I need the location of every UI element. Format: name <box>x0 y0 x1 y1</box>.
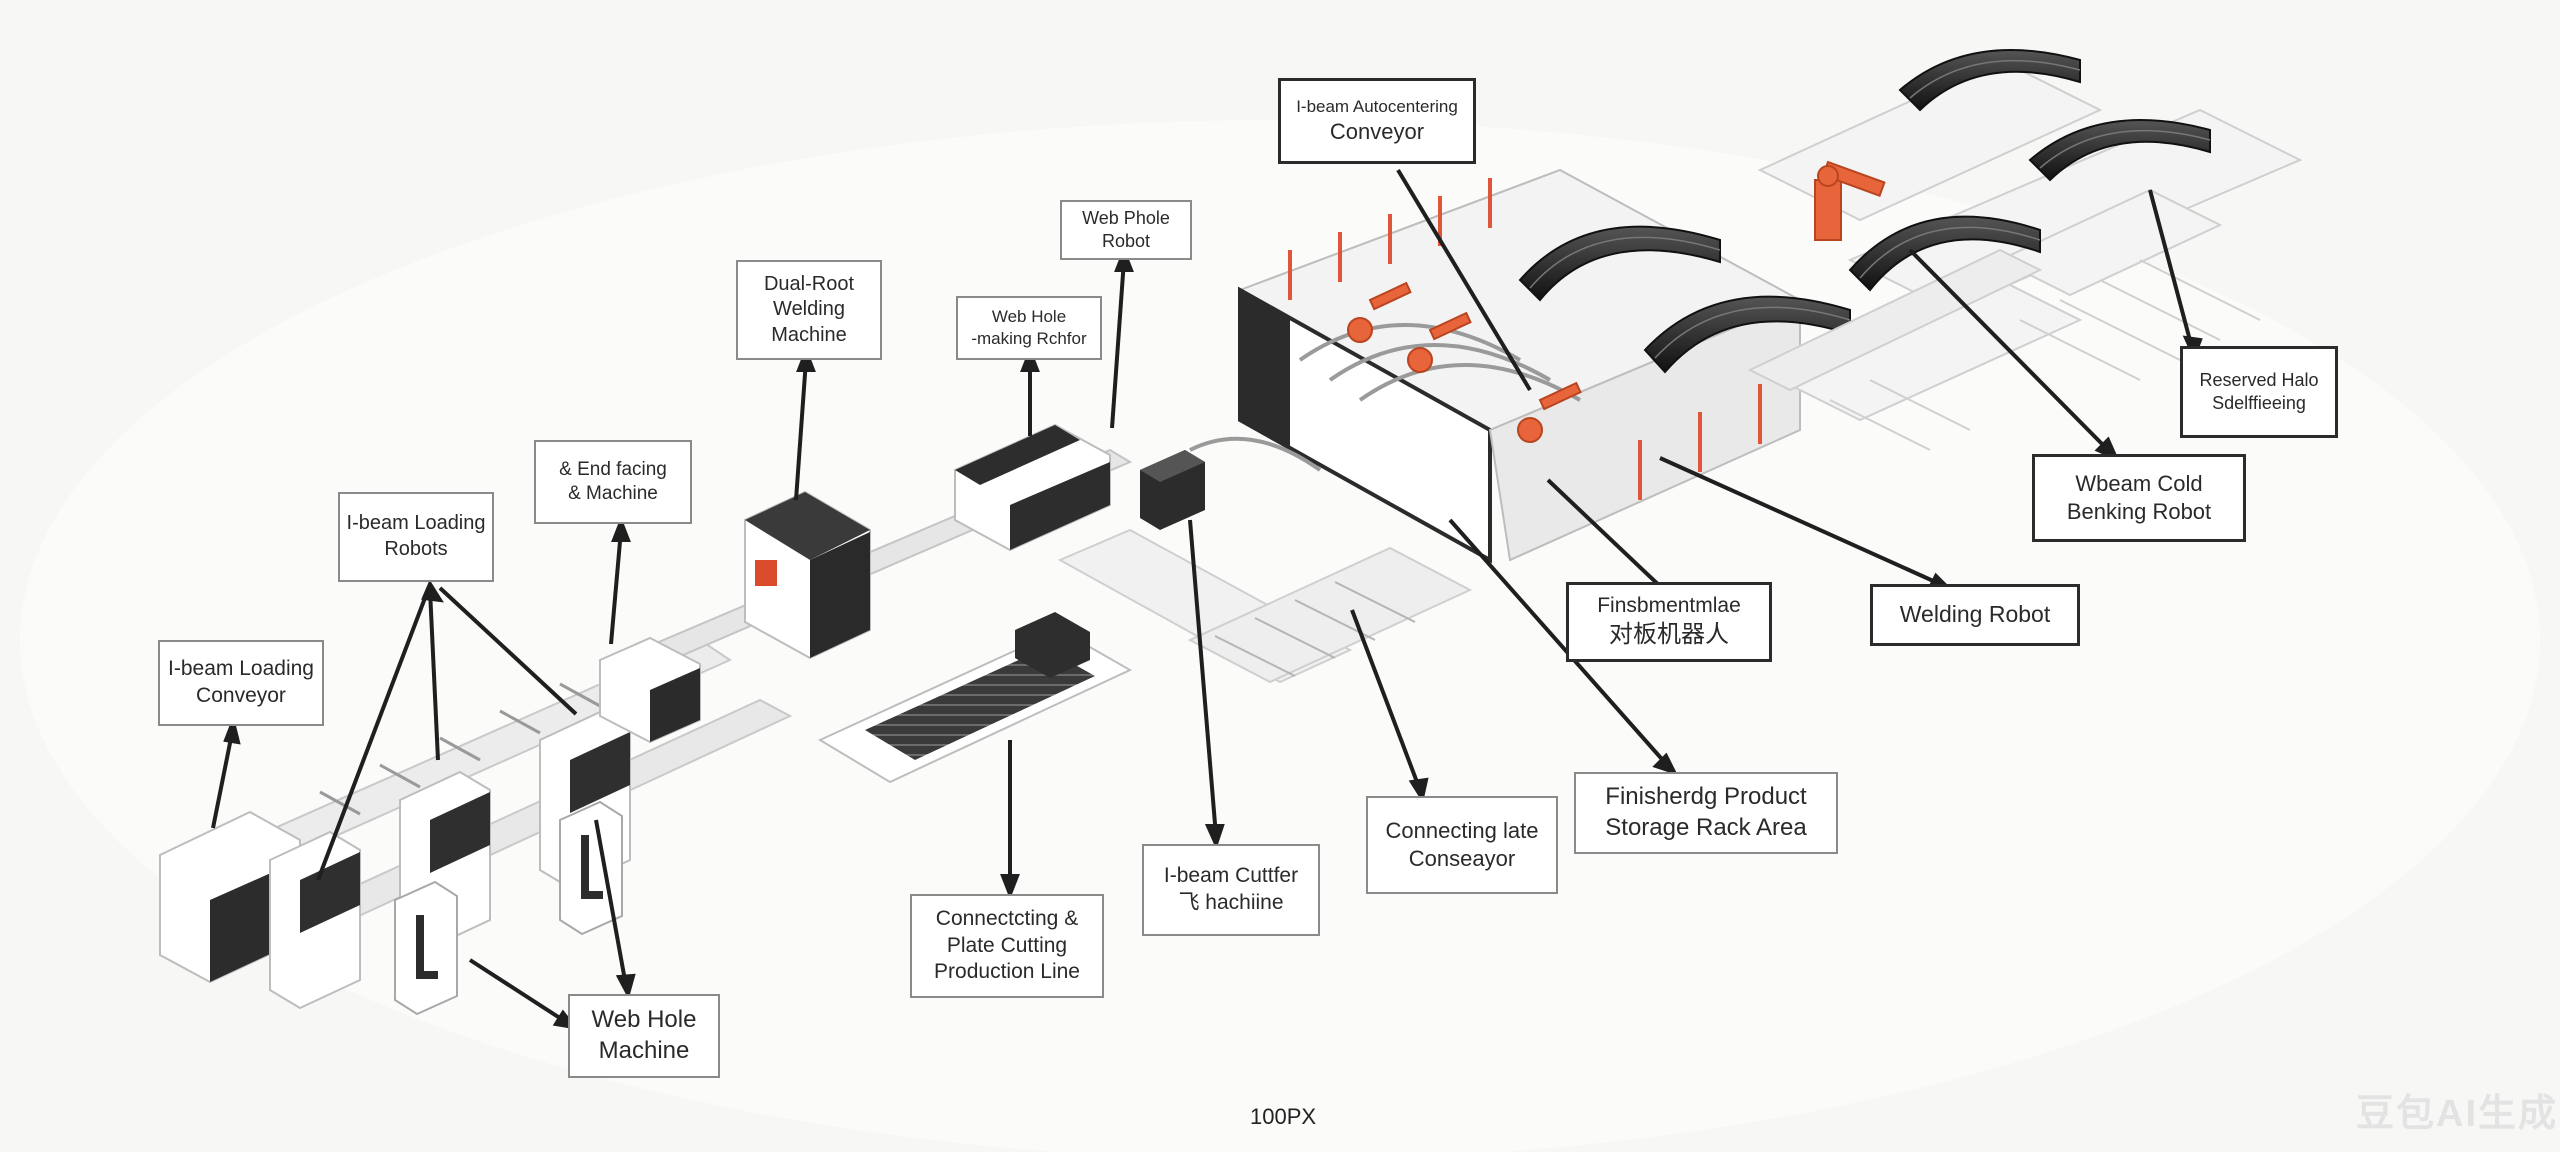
label-line: Conveyor <box>1329 118 1425 144</box>
label-line: Benking Robot <box>2066 499 2212 524</box>
label-autocentering: I-beam Autocentering Conveyor <box>1278 78 1476 164</box>
label-line: & End facing <box>559 458 667 480</box>
label-line: I-beam Autocentering <box>1296 97 1458 117</box>
label-line: Web Hole <box>991 307 1067 327</box>
label-line: 飞 hachiine <box>1178 891 1284 914</box>
label-line: I-beam Loading <box>168 657 314 681</box>
label-line: Web Phole <box>1082 207 1170 228</box>
label-welding-robot: Welding Robot <box>1870 584 2080 646</box>
label-line: Dual-Root <box>763 272 855 295</box>
label-line: Finsbmentmlae <box>1597 594 1741 618</box>
label-line: Web Hole <box>591 1006 697 1034</box>
label-line: Robot <box>1101 231 1151 251</box>
label-line: Welding Robot <box>1899 601 2051 628</box>
label-line: Conseayor <box>1408 846 1516 871</box>
label-line: Connectcting & <box>935 906 1079 930</box>
label-cold-bending: Wbeam Cold Benking Robot <box>2032 454 2246 542</box>
label-line: Storage Rack Area <box>1605 814 1807 841</box>
label-line: Welding <box>773 298 845 321</box>
label-storage: Finisherdg Product Storage Rack Area <box>1574 772 1838 854</box>
label-loading-conveyor: I-beam Loading Conveyor <box>158 640 324 726</box>
label-line: Reserved Halo <box>2199 369 2319 390</box>
watermark: 豆包AI生成 <box>2356 1093 2559 1135</box>
leader-lines <box>211 168 2203 1030</box>
label-plate-cutting: Connectcting & Plate Cutting Production … <box>910 894 1104 998</box>
label-line: Plate Cutting <box>946 933 1068 957</box>
label-web-hole-robot: Web Phole Robot <box>1060 200 1192 260</box>
label-line: Wbeam Cold <box>2075 470 2203 496</box>
label-end-facing: & End facing & Machine <box>534 440 692 524</box>
label-reserved: Reserved Halo Sdelffieeing <box>2180 346 2338 438</box>
label-line: Machine <box>771 323 847 346</box>
label-line: Robots <box>384 538 448 560</box>
label-line: Sdelffieeing <box>2212 393 2306 413</box>
label-web-hole-machine: Web Hole Machine <box>568 994 720 1078</box>
label-line: Machine <box>598 1037 690 1064</box>
label-line: I-beam Loading <box>346 512 486 535</box>
scale-caption: 100PX <box>1250 1104 1317 1129</box>
label-loading-robot: I-beam Loading Robots <box>338 492 494 582</box>
label-connecting-conveyor: Connecting late Conseayor <box>1366 796 1558 894</box>
label-line: Conveyor <box>196 684 286 707</box>
central-machines <box>599 423 1473 784</box>
label-web-hole-making: Web Hole -making Rchfor <box>956 296 1102 360</box>
label-line: Finisherdg Product <box>1605 783 1807 811</box>
label-line: I-beam Cuttfer <box>1163 864 1299 888</box>
label-line: Production Line <box>934 960 1080 984</box>
label-dual-robot: Dual-Root Welding Machine <box>736 260 882 360</box>
storage-area <box>1518 49 2303 451</box>
label-line: 对板机器人 <box>1609 621 1729 649</box>
label-cutter: I-beam Cuttfer 飞 hachiine <box>1142 844 1320 936</box>
label-line: & Machine <box>568 483 658 504</box>
label-finishing: Finsbmentmlae 对板机器人 <box>1566 582 1772 662</box>
label-line: Connecting late <box>1385 817 1539 843</box>
label-line: -making Rchfor <box>971 329 1087 348</box>
